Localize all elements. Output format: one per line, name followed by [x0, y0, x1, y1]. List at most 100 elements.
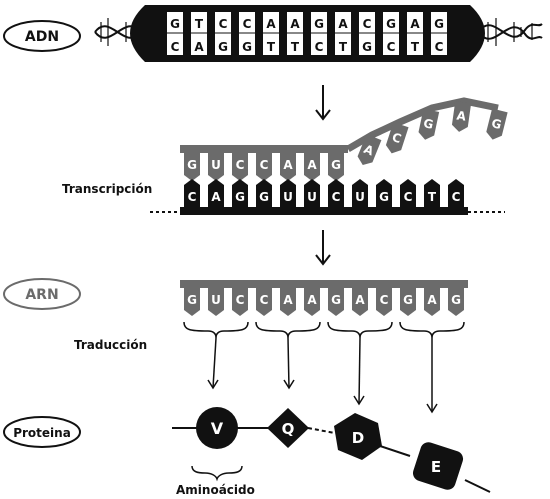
- dna-top-base: A: [266, 17, 276, 31]
- rna-nucleotide: A: [352, 286, 368, 316]
- codon-arrow-head: [426, 403, 438, 414]
- dna-template-nucleotide: T: [424, 179, 440, 209]
- template-base-letter: A: [211, 190, 221, 204]
- rna-base-letter: A: [307, 158, 317, 172]
- rna-base-letter: G: [331, 293, 341, 307]
- dna-bottom-base: C: [315, 40, 324, 54]
- codon-brace: [183, 321, 249, 339]
- codon-arrow-head: [353, 395, 365, 406]
- rna-base-letter: G: [331, 158, 341, 172]
- codon-arrow: [287, 337, 290, 389]
- template-base-letter: G: [259, 190, 269, 204]
- rna-nucleotide: C: [232, 151, 248, 181]
- rna-nucleotide: A: [304, 286, 320, 316]
- codon-arrow-head: [283, 379, 295, 390]
- label-arn: ARN: [3, 278, 81, 310]
- rna-base-letter: A: [283, 158, 293, 172]
- rna-nucleotide: C: [256, 151, 272, 181]
- template-base-letter: C: [452, 190, 461, 204]
- rna-nucleotide: G: [486, 108, 508, 140]
- dna-template-nucleotide: A: [208, 179, 224, 209]
- dna-template-nucleotide: U: [304, 179, 320, 209]
- protein-chain: V Q D E: [172, 407, 491, 493]
- amino-acid-d-label: D: [352, 429, 364, 447]
- template-base-letter: G: [235, 190, 245, 204]
- dna-template-nucleotide: G: [256, 179, 272, 209]
- dna-bottom-base: C: [435, 40, 444, 54]
- rna-base-letter: G: [422, 116, 435, 132]
- transcription-block: [150, 145, 505, 215]
- rna-base-letter: C: [236, 293, 245, 307]
- rna-nucleotide: G: [328, 151, 344, 181]
- dna-bottom-base: C: [171, 40, 180, 54]
- dna-bottom-base: T: [291, 40, 300, 54]
- amino-acid-e: E: [412, 442, 464, 490]
- template-backbone: [180, 207, 468, 215]
- rna-nucleotide: A: [304, 151, 320, 181]
- template-base-letter: G: [379, 190, 389, 204]
- dna-bottom-base: G: [218, 40, 228, 54]
- rna-nucleotide: U: [208, 286, 224, 316]
- rna-base-letter: C: [260, 293, 269, 307]
- dna-bottom-base: C: [387, 40, 396, 54]
- codon-arrow: [358, 337, 361, 405]
- rna-nucleotide: C: [385, 122, 409, 154]
- rna-nucleotide: G: [448, 286, 464, 316]
- rna-base-letter: C: [390, 130, 403, 146]
- dna-bottom-base: G: [242, 40, 252, 54]
- rna-nucleotide: G: [418, 108, 440, 140]
- dna-top-base: A: [338, 17, 348, 31]
- rna-base-letter: U: [211, 158, 221, 172]
- dna-template-nucleotide: C: [328, 179, 344, 209]
- dna-top-base: C: [219, 17, 228, 31]
- arrow-head-1: [315, 109, 331, 121]
- template-base-letter: T: [428, 190, 437, 204]
- rna-base-letter: G: [187, 158, 197, 172]
- rna-base-letter: A: [427, 293, 437, 307]
- dna-top-base: G: [434, 17, 444, 31]
- rna-base-letter: A: [283, 293, 293, 307]
- rna-nucleotide: A: [280, 286, 296, 316]
- rna-base-letter: G: [187, 293, 197, 307]
- codon-arrow-head: [207, 379, 219, 390]
- dna-top-base: T: [195, 17, 204, 31]
- codon-brace: [399, 321, 465, 339]
- rna-nucleotide: C: [256, 286, 272, 316]
- dna-template-nucleotide: G: [376, 179, 392, 209]
- amino-acid-e-label: E: [431, 458, 441, 476]
- dna-bottom-base: T: [411, 40, 420, 54]
- dna-template-nucleotide: C: [184, 179, 200, 209]
- amino-acid-v-label: V: [211, 419, 224, 438]
- amino-acid-d: D: [334, 413, 382, 460]
- dna-top-base: A: [290, 17, 300, 31]
- proteina-text: Proteina: [13, 426, 71, 440]
- rna-nucleotide: C: [376, 286, 392, 316]
- transcripcion-label: Transcripción: [62, 182, 152, 196]
- rna-nucleotide: A: [357, 134, 382, 165]
- rna-nucleotide: G: [184, 151, 200, 181]
- rna-nucleotide: A: [451, 101, 472, 132]
- rna-base-letter: G: [403, 293, 413, 307]
- dna-top-base: G: [386, 17, 396, 31]
- dna-template-nucleotide: C: [448, 179, 464, 209]
- dna-top-base: C: [243, 17, 252, 31]
- dna-template-nucleotide: U: [280, 179, 296, 209]
- codon-brace: [327, 321, 393, 339]
- codon-brace: [255, 321, 321, 339]
- dna-top-base: C: [363, 17, 372, 31]
- rna-nucleotide: U: [208, 151, 224, 181]
- dna-top-base: A: [410, 17, 420, 31]
- aminoacid-brace: [191, 465, 243, 482]
- rna-base-letter: C: [380, 293, 389, 307]
- adn-text: ADN: [25, 29, 59, 45]
- template-base-letter: U: [283, 190, 293, 204]
- rna-nucleotide: A: [424, 286, 440, 316]
- amino-acid-v: V: [196, 407, 238, 449]
- template-base-letter: U: [355, 190, 365, 204]
- dna-template-nucleotide: C: [400, 179, 416, 209]
- rna-base-letter: A: [456, 108, 468, 123]
